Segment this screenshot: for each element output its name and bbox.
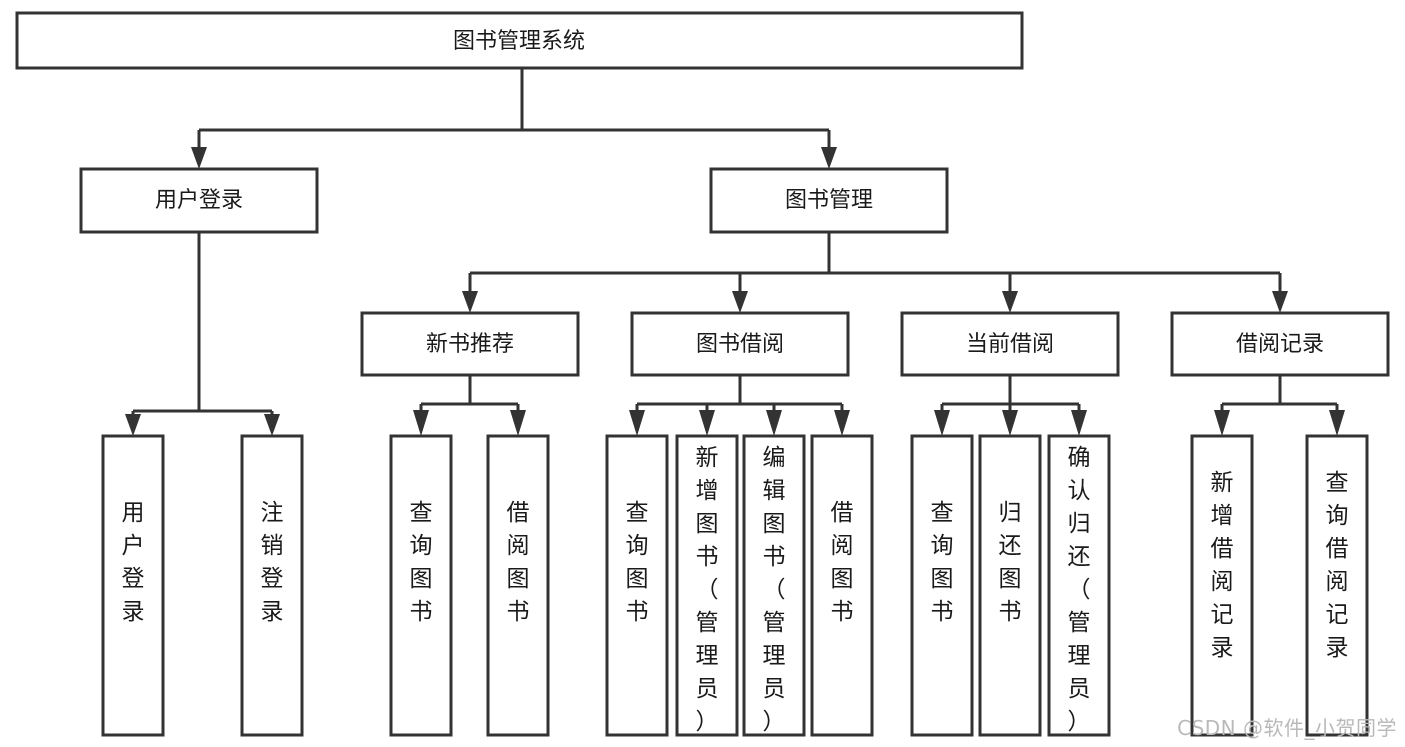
node-book-manage[interactable]: 图书管理 [709, 167, 949, 234]
arrow-head-leaf-return-book [1002, 410, 1018, 436]
node-leaf-query-record-label: 查询借阅记录 [1326, 470, 1349, 661]
node-leaf-query-book-1[interactable]: 查询图书 [389, 434, 453, 737]
arrow-head-leaf-add-record [1214, 410, 1230, 436]
node-book-manage-box[interactable] [709, 167, 949, 234]
node-book-borrow[interactable]: 图书借阅 [630, 311, 850, 377]
node-leaf-query-book-3[interactable]: 查询图书 [910, 434, 974, 737]
node-current-borrow-box[interactable] [900, 311, 1120, 377]
arrow-head-borrow-record [1272, 291, 1288, 313]
node-leaf-user-login-label: 用户登录 [122, 500, 145, 625]
node-root-label: 图书管理系统 [453, 29, 585, 54]
node-leaf-query-book-3-box[interactable] [910, 434, 974, 737]
node-new-book-rec[interactable]: 新书推荐 [360, 311, 580, 377]
node-leaf-return-book-box[interactable] [978, 434, 1042, 737]
node-leaf-add-record-label: 新增借阅记录 [1211, 470, 1234, 661]
node-leaf-query-book-2-box[interactable] [605, 434, 669, 737]
node-new-book-rec-label: 新书推荐 [426, 332, 514, 357]
node-user-login[interactable]: 用户登录 [79, 167, 319, 234]
connector-group-book-borrow [629, 375, 850, 436]
connector-group-user-login [125, 232, 280, 436]
arrow-head-book-borrow [732, 291, 748, 313]
arrow-head-leaf-confirm-return [1071, 410, 1087, 436]
connector-group-book-manage [462, 232, 1288, 313]
node-leaf-edit-book-box[interactable] [742, 434, 806, 737]
connector-group-current-borrow [934, 375, 1087, 436]
node-book-borrow-box[interactable] [630, 311, 850, 377]
arrow-head-current-borrow [1002, 291, 1018, 313]
node-leaf-query-book-3-label: 查询图书 [931, 500, 954, 625]
node-leaf-return-book[interactable]: 归还图书 [978, 434, 1042, 737]
node-borrow-record-box[interactable] [1170, 311, 1390, 377]
node-leaf-add-book-box[interactable] [675, 434, 739, 737]
node-leaf-borrow-book-2-box[interactable] [810, 434, 874, 737]
node-leaf-query-book-1-box[interactable] [389, 434, 453, 737]
node-leaf-return-book-label: 归还图书 [999, 500, 1022, 625]
arrow-head-leaf-edit-book [766, 410, 782, 436]
arrow-head-book-manage [821, 147, 837, 169]
node-leaf-confirm-return[interactable]: 确认归还（管理员） [1047, 434, 1111, 737]
node-leaf-logout-label: 注销登录 [261, 500, 284, 625]
node-leaf-add-record-box[interactable] [1190, 434, 1254, 737]
node-leaf-borrow-book-1[interactable]: 借阅图书 [486, 434, 550, 737]
arrow-head-leaf-add-book [699, 410, 715, 436]
connector-group-root [191, 68, 837, 169]
node-leaf-user-login-box[interactable] [101, 434, 165, 737]
connector-group-borrow-record [1214, 375, 1345, 436]
arrow-head-leaf-query-book-2 [629, 410, 645, 436]
node-leaf-logout-box[interactable] [240, 434, 304, 737]
arrow-head-leaf-borrow-book-1 [510, 410, 526, 436]
connector-group-new-book-rec [413, 375, 526, 436]
node-user-login-box[interactable] [79, 167, 319, 234]
node-leaf-logout[interactable]: 注销登录 [240, 434, 304, 737]
arrow-head-leaf-logout [264, 414, 280, 436]
node-leaf-add-record[interactable]: 新增借阅记录 [1190, 434, 1254, 737]
node-leaf-query-book-1-label: 查询图书 [410, 500, 433, 625]
node-leaf-query-book-2-label: 查询图书 [626, 500, 649, 625]
node-leaf-borrow-book-1-box[interactable] [486, 434, 550, 737]
node-leaf-add-book-label: 新增图书（管理员） [696, 445, 719, 735]
node-leaf-borrow-book-2-label: 借阅图书 [831, 500, 854, 625]
arrow-head-leaf-borrow-book-2 [834, 410, 850, 436]
node-current-borrow-label: 当前借阅 [966, 332, 1054, 357]
arrow-head-leaf-query-book-3 [934, 410, 950, 436]
node-leaf-edit-book-label: 编辑图书（管理员） [763, 445, 786, 735]
node-leaf-user-login[interactable]: 用户登录 [101, 434, 165, 737]
node-leaf-confirm-return-box[interactable] [1047, 434, 1111, 737]
node-leaf-add-book[interactable]: 新增图书（管理员） [675, 434, 739, 737]
arrow-head-leaf-query-book-1 [413, 410, 429, 436]
node-user-login-label: 用户登录 [155, 188, 243, 213]
node-borrow-record-label: 借阅记录 [1236, 332, 1324, 357]
node-current-borrow[interactable]: 当前借阅 [900, 311, 1120, 377]
arrow-head-leaf-user-login [125, 414, 141, 436]
arrow-head-new-book-rec [462, 291, 478, 313]
node-book-borrow-label: 图书借阅 [696, 332, 784, 357]
node-borrow-record[interactable]: 借阅记录 [1170, 311, 1390, 377]
node-leaf-borrow-book-2[interactable]: 借阅图书 [810, 434, 874, 737]
arrow-head-leaf-query-record [1329, 410, 1345, 436]
node-book-manage-label: 图书管理 [785, 188, 873, 213]
arrow-head-user-login [191, 147, 207, 169]
node-new-book-rec-box[interactable] [360, 311, 580, 377]
node-leaf-query-book-2[interactable]: 查询图书 [605, 434, 669, 737]
node-leaf-query-record[interactable]: 查询借阅记录 [1305, 434, 1369, 737]
node-leaf-confirm-return-label: 确认归还（管理员） [1068, 445, 1091, 735]
node-leaf-borrow-book-1-label: 借阅图书 [507, 500, 530, 625]
node-root-box[interactable] [15, 11, 1024, 70]
node-root[interactable]: 图书管理系统 [15, 11, 1024, 70]
node-leaf-query-record-box[interactable] [1305, 434, 1369, 737]
node-leaf-edit-book[interactable]: 编辑图书（管理员） [742, 434, 806, 737]
